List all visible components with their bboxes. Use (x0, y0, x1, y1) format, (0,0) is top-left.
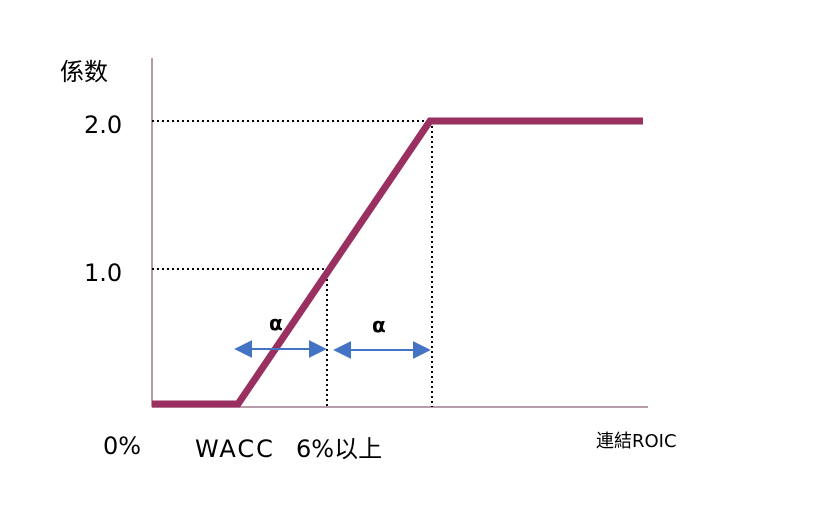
x-tick-label-6pct: 6%以上 (296, 435, 382, 463)
x-axis-label: 連結ROIC (596, 431, 677, 452)
y-tick-label-2: 2.0 (84, 111, 122, 139)
series-line (152, 117, 643, 408)
x-tick-label-0: 0% (103, 432, 141, 460)
alpha-label-left: α (269, 311, 283, 335)
y-tick-label-1: 1.0 (84, 259, 122, 287)
alpha-label-right: α (372, 313, 386, 337)
x-tick-label-wacc: WACC (195, 435, 275, 463)
y-axis-label: 係数 (60, 58, 108, 86)
